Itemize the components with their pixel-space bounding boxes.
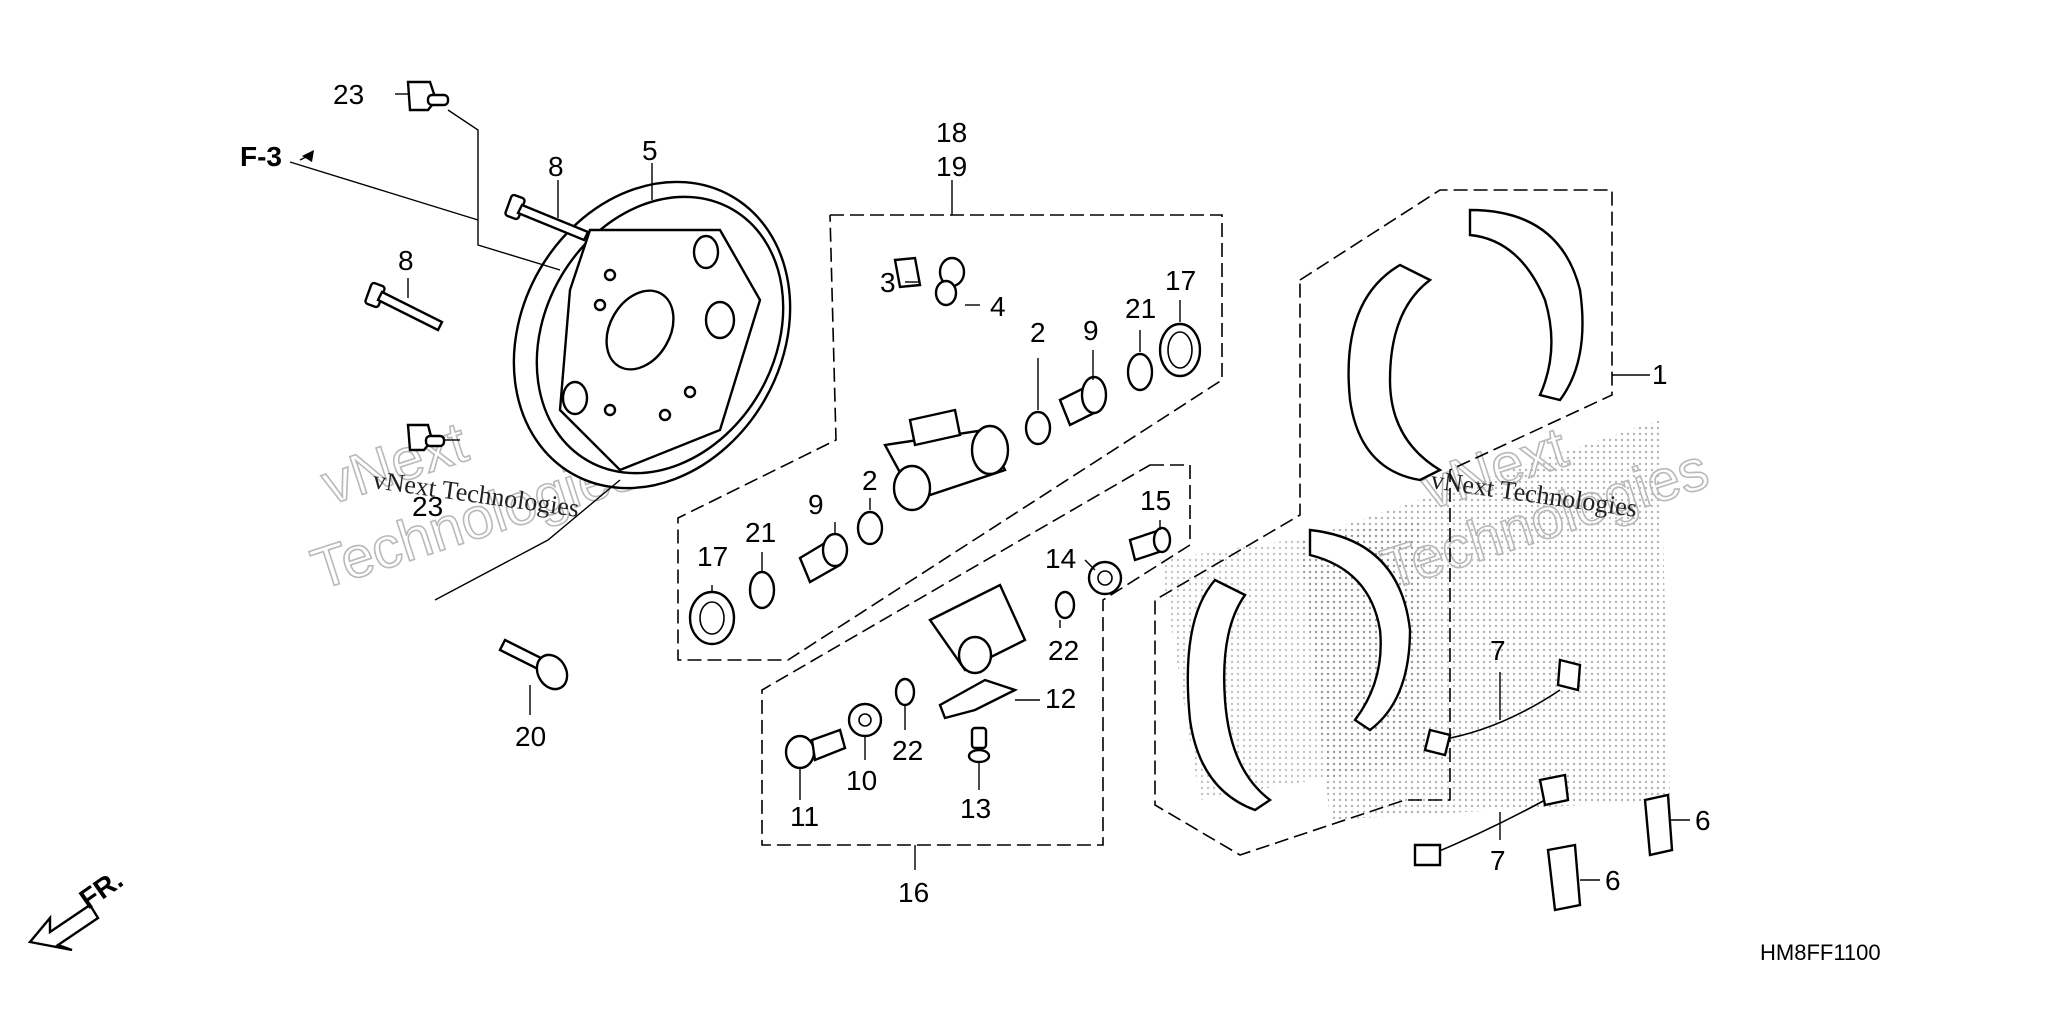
callout-22: 22: [892, 735, 923, 766]
brake-panel: [512, 180, 792, 490]
washer-right: [1054, 590, 1076, 620]
retainer-clip-upper: [1643, 793, 1674, 857]
washer-left: [894, 677, 916, 707]
callout-7: 7: [1490, 845, 1506, 876]
piston-left: [798, 532, 849, 584]
adjuster-body: [928, 583, 1027, 675]
callout-8: 8: [398, 245, 414, 276]
callout-9: 9: [808, 489, 824, 520]
bleeder-nipple-upper: [406, 80, 450, 112]
callout-15: 15: [1140, 485, 1171, 516]
boot-left: [688, 590, 736, 646]
grease-fitting: [967, 726, 991, 764]
bolt-lower: [364, 281, 444, 332]
retainer-clip-lower: [1546, 843, 1582, 912]
return-spring-upper: [1423, 658, 1582, 757]
callout-16: 16: [898, 877, 929, 908]
lever: [938, 678, 1019, 720]
reference-label: F-3: [240, 141, 282, 172]
group-box-wheel-cylinder: [677, 180, 1223, 661]
callout-17: 17: [1165, 265, 1196, 296]
return-spring-lower: [1413, 773, 1570, 867]
callout-14: 14: [1045, 543, 1076, 574]
front-arrow-icon: [27, 903, 100, 952]
callout-6: 6: [1695, 805, 1711, 836]
cup-left: [856, 510, 884, 546]
diagram-code: HM8FF1100: [1760, 940, 1881, 965]
callout-21: 21: [745, 517, 776, 548]
wheel-cylinder: [883, 408, 1010, 512]
brake-shoe-lower-left: [1186, 578, 1273, 812]
front-label: FR.: [74, 864, 129, 915]
adjuster-bolt: [784, 728, 847, 770]
callout-18: 18: [936, 117, 967, 148]
adjuster-gear: [847, 702, 883, 738]
callout-19: 19: [936, 151, 967, 182]
callout-4: 4: [990, 291, 1006, 322]
ring-right: [1126, 352, 1154, 392]
callout-labels: 1 2 2 3 4 5 6 6 7 7 8 8 9 9 10 11 12 13 …: [333, 79, 1711, 908]
callout-22: 22: [1048, 635, 1079, 666]
callout-6: 6: [1605, 865, 1621, 896]
brake-shoe-upper-right: [1468, 208, 1584, 402]
callout-7: 7: [1490, 635, 1506, 666]
group-box-adjuster: [761, 464, 1191, 870]
callout-2: 2: [1030, 317, 1046, 348]
bolt-upper: [504, 193, 590, 242]
bleeder-nipple-lower: [406, 423, 446, 452]
callout-8: 8: [548, 151, 564, 182]
callout-11: 11: [790, 801, 819, 832]
callout-10: 10: [846, 765, 877, 796]
callout-20: 20: [515, 721, 546, 752]
brake-shoe-upper-left: [1347, 263, 1443, 482]
piston-right: [1058, 375, 1108, 427]
ring-left: [748, 570, 776, 610]
callout-1: 1: [1652, 359, 1668, 390]
callout-21: 21: [1125, 293, 1156, 324]
bleeder-cap: [934, 256, 966, 307]
callout-23: 23: [412, 491, 443, 522]
boot-right: [1158, 322, 1202, 378]
leader-lines: [289, 93, 1690, 881]
callout-13: 13: [960, 793, 991, 824]
callout-3: 3: [880, 267, 896, 298]
adjuster-screw: [1128, 526, 1172, 562]
adjuster-wheel: [1087, 560, 1123, 596]
callout-2: 2: [862, 465, 878, 496]
callout-12: 12: [1045, 683, 1076, 714]
reference-arrow: [299, 150, 314, 162]
cup-right: [1024, 410, 1052, 446]
callout-9: 9: [1083, 315, 1099, 346]
brake-shoe-lower-right: [1308, 528, 1412, 732]
bleeder-screw: [893, 256, 922, 289]
group-box-shoes: [1154, 189, 1650, 856]
callout-17: 17: [697, 541, 728, 572]
callout-5: 5: [642, 135, 658, 166]
callout-23: 23: [333, 79, 364, 110]
flange-bolt: [498, 638, 569, 691]
